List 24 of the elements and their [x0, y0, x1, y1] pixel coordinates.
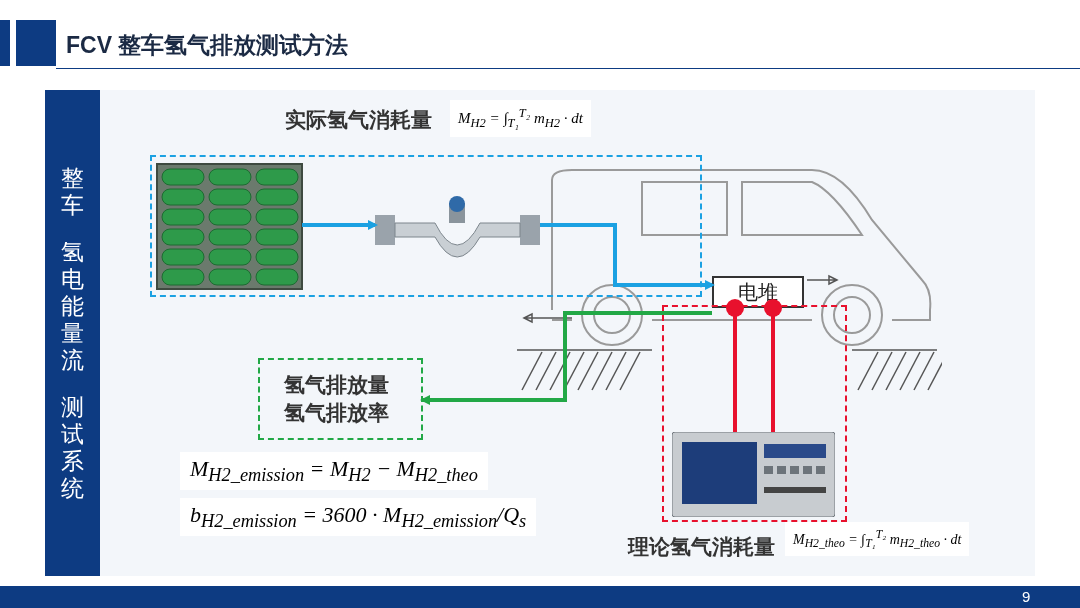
- page-number: 9: [1022, 588, 1031, 605]
- side-title-band: [45, 90, 100, 576]
- measurement-group: [150, 100, 702, 297]
- connector-line: [764, 299, 782, 432]
- formula: M$_{H2}$ = ∫$_{T₁}$$^{T₂}$ m$_{H2}$ · dt: [450, 100, 591, 137]
- box-text: 氢气排放率: [284, 400, 390, 426]
- arrow: [302, 220, 378, 230]
- gas-cylinder-rack-drawing: [156, 163, 303, 290]
- formula: M$_{H2_emission}$ = M$_{H2}$ − M$_{H2_theo}$: [180, 452, 488, 491]
- formula: M$_{H2_theo}$ = ∫$_{T₁}$$^{T₂}$ m$_{H2_theo}$ · dt: [785, 522, 970, 557]
- arrow: [540, 223, 715, 290]
- group-heading: 理论氢气消耗量: [628, 534, 775, 560]
- emission-box: [258, 358, 423, 440]
- vertical-title-text: 整车: [61, 164, 84, 219]
- box-text: 氢气排放量: [284, 372, 390, 398]
- group-heading: 实际氢气消耗量: [285, 107, 432, 133]
- formula: b$_{H2_emission}$ = 3600 · M$_{H2_emission}$/Q$_{s}$: [180, 498, 537, 537]
- slide-title: FCV 整车氢气排放测试方法: [66, 31, 349, 60]
- arrow: [420, 311, 712, 405]
- stack-box: 电堆: [712, 276, 804, 308]
- power-analyzer-drawing: [672, 432, 835, 517]
- vertical-title-text: 氢电能量流: [61, 238, 84, 374]
- vertical-title-text: 测试系统: [61, 393, 84, 502]
- connector-line: [726, 299, 744, 432]
